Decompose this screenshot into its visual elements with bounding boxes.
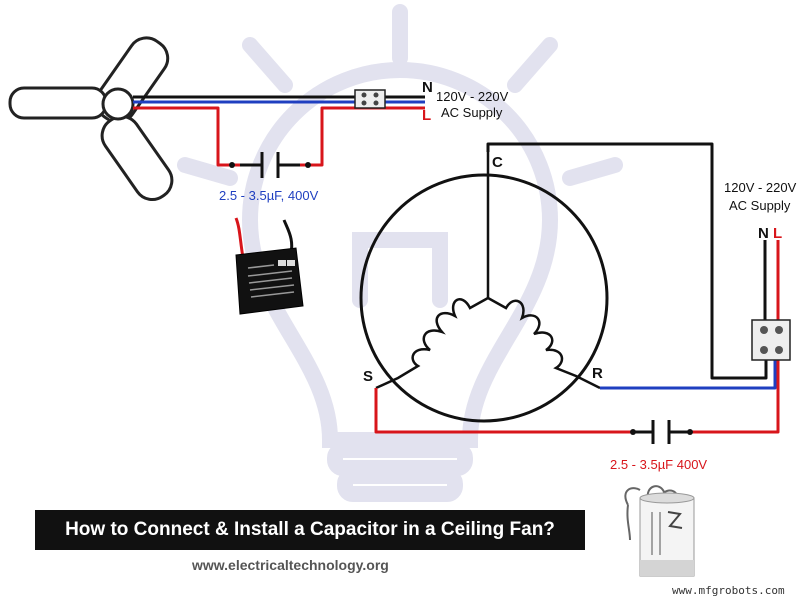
cylinder-capacitor-icon — [624, 485, 695, 577]
supply-right-l: L — [773, 225, 782, 242]
box-capacitor-icon — [234, 217, 304, 315]
motor-wiring — [374, 142, 780, 444]
capacitor-top-rating: 2.5 - 3.5µF, 400V — [219, 188, 319, 203]
motor-windings — [375, 152, 601, 390]
diagram-title: How to Connect & Install a Capacitor in … — [35, 510, 585, 550]
watermark-text: www.mfgrobots.com — [672, 584, 785, 597]
supply-top-label: AC Supply — [441, 105, 503, 120]
supply-top-l: L — [422, 107, 431, 124]
terminal-block-top — [354, 89, 386, 109]
terminal-block-right — [751, 319, 791, 361]
supply-top-voltage: 120V - 220V — [436, 89, 509, 104]
website-credit: www.electricaltechnology.org — [192, 557, 389, 573]
motor-terminal-r: R — [592, 365, 603, 382]
capacitor-bottom-rating: 2.5 - 3.5µF 400V — [610, 457, 707, 472]
supply-top-n: N — [422, 79, 433, 96]
motor-stator — [359, 173, 609, 423]
motor-terminal-s: S — [363, 368, 373, 385]
motor-terminal-c: C — [492, 154, 503, 171]
supply-right-label: AC Supply — [729, 198, 791, 213]
supply-right-voltage: 120V - 220V — [724, 180, 797, 195]
supply-right-n: N — [758, 225, 769, 242]
ceiling-fan-icon — [8, 36, 174, 202]
